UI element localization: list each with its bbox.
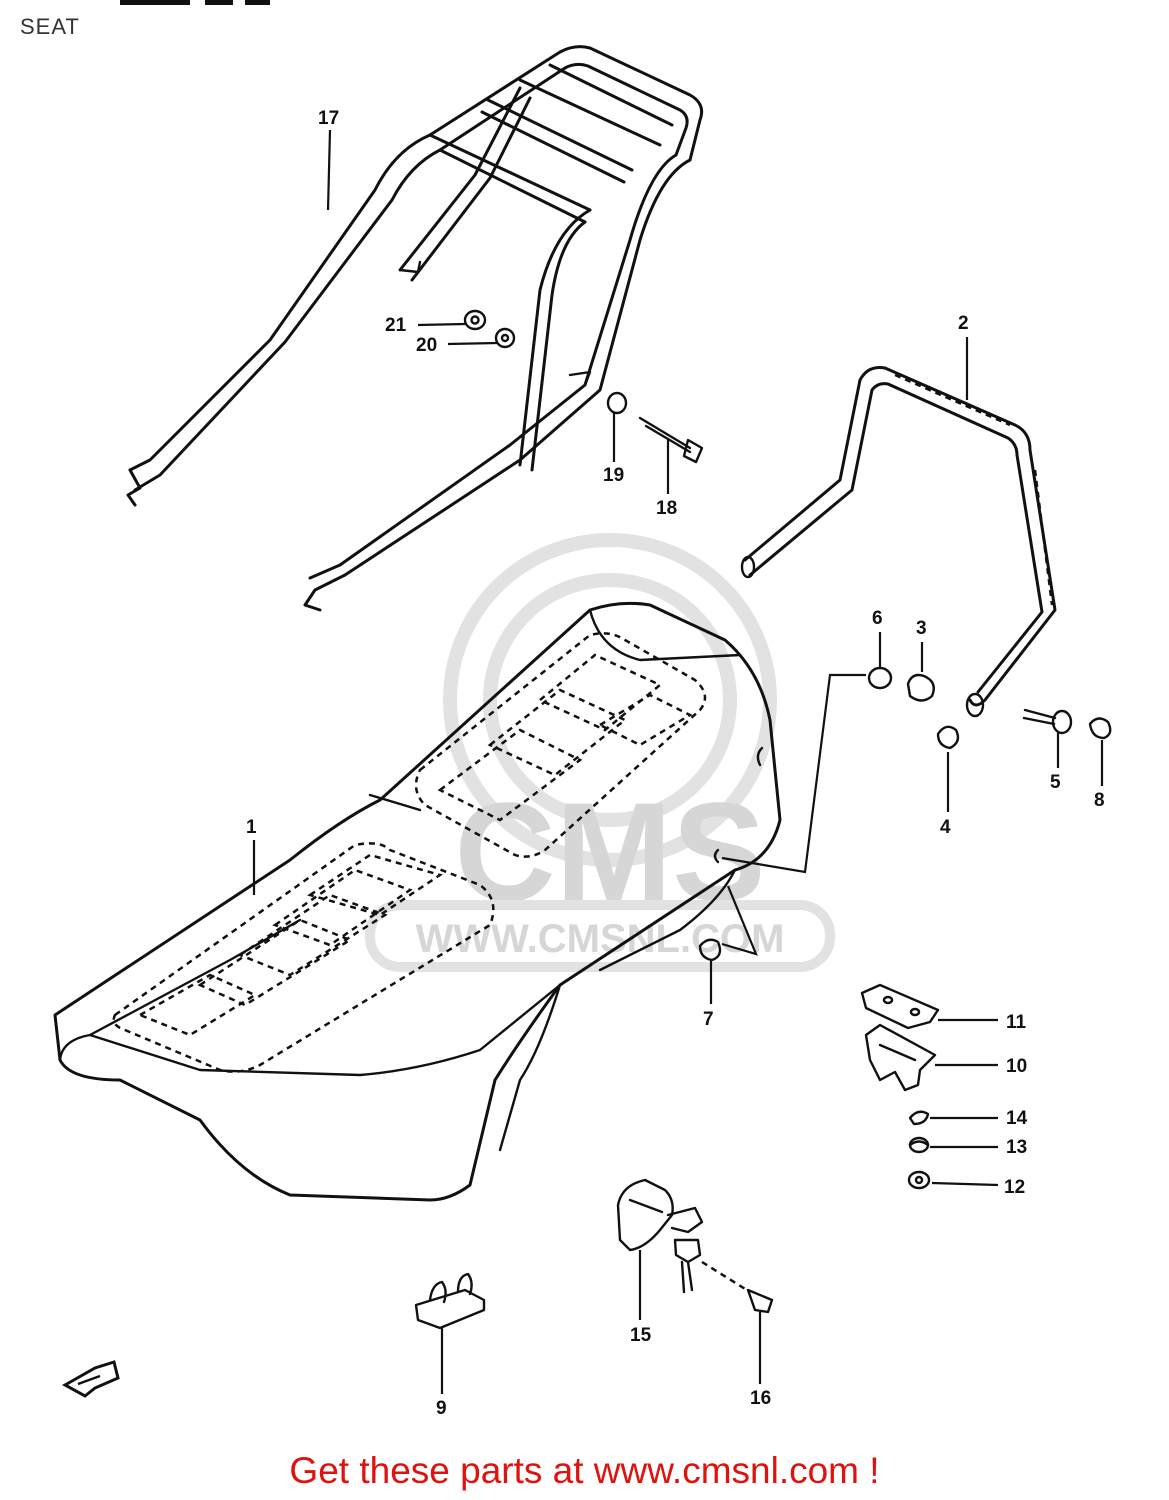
nut-21 (463, 309, 487, 331)
nut-12 (907, 1170, 931, 1190)
cushion-3 (906, 673, 935, 702)
header-marks (120, 0, 270, 5)
washer-14 (908, 1110, 930, 1126)
cushion-4 (936, 725, 960, 750)
bolt-5 (1022, 708, 1073, 735)
watermark-url: WWW.CMSNL.COM (416, 917, 785, 961)
front-arrow-icon (61, 1360, 120, 1398)
cushion-6 (867, 666, 893, 690)
part-label-9: 9 (436, 1398, 447, 1419)
washer-20 (494, 327, 516, 349)
lock-15 (616, 1178, 704, 1294)
cushion-7 (698, 938, 722, 962)
part-label-10: 10 (1006, 1056, 1027, 1077)
part-label-17: 17 (318, 108, 339, 129)
part-label-15: 15 (630, 1325, 652, 1346)
part-label-11: 11 (1006, 1012, 1027, 1033)
part-label-3: 3 (916, 618, 927, 639)
part-label-6: 6 (872, 608, 883, 629)
part-label-5: 5 (1050, 772, 1061, 793)
part-label-13: 13 (1006, 1137, 1027, 1158)
washer-13 (908, 1136, 930, 1154)
latch-10 (864, 1023, 937, 1092)
grab-bar-2 (740, 366, 1057, 718)
part-label-20: 20 (416, 335, 437, 356)
part-label-16: 16 (750, 1388, 771, 1409)
cap-8 (1088, 717, 1112, 740)
seat-1 (53, 601, 782, 1202)
part-label-2: 2 (958, 313, 969, 334)
plate-11 (860, 983, 940, 1030)
part-label-7: 7 (703, 1009, 714, 1030)
washer-19 (606, 391, 628, 415)
bolt-18 (638, 416, 704, 464)
part-label-21: 21 (385, 315, 407, 336)
page-title: SEAT (20, 14, 80, 39)
part-label-18: 18 (656, 498, 677, 519)
part-label-8: 8 (1094, 790, 1105, 811)
cta-link[interactable]: Get these parts at www.cmsnl.com ! (289, 1450, 880, 1491)
part-label-19: 19 (603, 465, 624, 486)
part-label-1: 1 (246, 817, 257, 838)
rear-carrier-17 (126, 45, 704, 612)
bracket-9 (414, 1272, 486, 1330)
part-label-4: 4 (940, 817, 951, 838)
part-label-12: 12 (1004, 1177, 1025, 1198)
part-label-14: 14 (1006, 1108, 1028, 1129)
screw-16 (746, 1288, 774, 1314)
